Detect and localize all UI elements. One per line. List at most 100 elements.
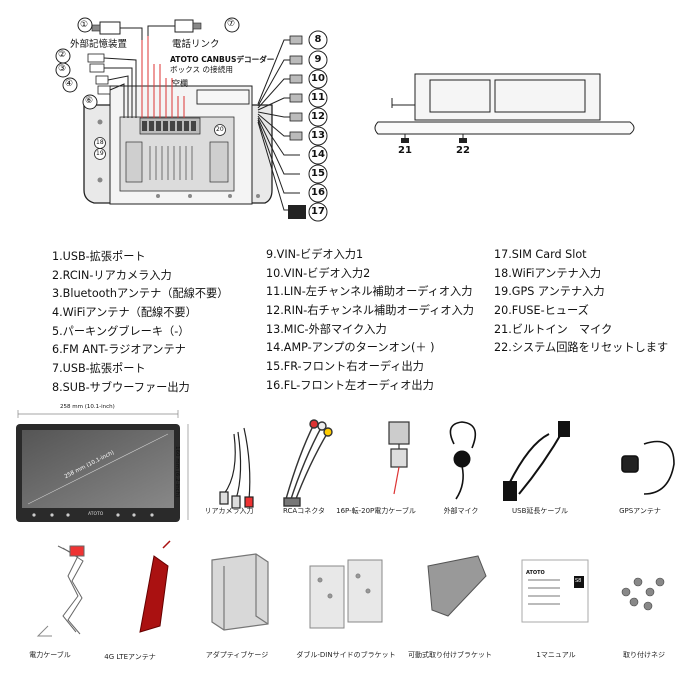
right-number-circles xyxy=(308,30,328,222)
caption-external-mic: 外部マイク xyxy=(443,507,479,515)
accessory-illustrations-2 xyxy=(36,540,665,637)
product-screen-figure xyxy=(16,410,189,522)
usb-extension-cable-icon xyxy=(503,421,570,501)
legend-item: 2.RCIN-リアカメラ入力 xyxy=(52,268,172,282)
legend-item: 15.FR-フロント右オーディ出力 xyxy=(266,360,424,374)
inner-label-18: 18 xyxy=(96,139,104,146)
caption-power-cable: 電力ケーブル xyxy=(29,651,71,659)
caption-rear-camera-input: リアカメラ入力 xyxy=(204,507,254,515)
movable-bracket-icon xyxy=(427,555,487,617)
callout-3-num: ③ xyxy=(58,64,67,74)
legend-item: 3.Bluetoothアンテナ（配線不要） xyxy=(52,287,229,301)
legend-item: 5.パーキングブレーキ（-） xyxy=(52,324,190,338)
num-8: 8 xyxy=(314,34,322,45)
cable-bundle-red xyxy=(141,36,185,118)
external-mic-icon xyxy=(449,421,477,500)
caption-double-din-brackets: ダブル-DINサイドのブラケット xyxy=(296,651,396,659)
accessories-row-1 xyxy=(204,404,692,528)
legend-item: 11.LIN-左チャンネル補助オーディオ入力 xyxy=(266,285,473,299)
callout-6-num: ⑥ xyxy=(85,96,94,106)
callout-1-label: 外部記憶装置 xyxy=(70,39,128,50)
accessory-illustrations-1 xyxy=(219,419,675,509)
left-plugs xyxy=(87,53,111,95)
legend-item: 4.WiFiアンテナ（配線不要） xyxy=(52,306,197,320)
legend-item: 9.VIN-ビデオ入力1 xyxy=(266,248,364,261)
inner-label-19: 19 xyxy=(96,150,104,157)
power-cable-icon xyxy=(36,545,85,637)
callout-7-label: 電話リンク xyxy=(172,39,220,50)
callout-4-num: ④ xyxy=(65,79,74,89)
legend-item: 18.WiFiアンテナ入力 xyxy=(494,266,602,280)
caption-movable-bracket: 可動式取り付けブラケット xyxy=(408,651,492,659)
legend-item: 21.ビルトイン マイク xyxy=(494,322,613,336)
legend-item: 13.MIC-外部マイク入力 xyxy=(266,322,387,336)
power-adapter-cable-icon xyxy=(388,421,410,495)
screen-buttons xyxy=(32,513,154,517)
legend-item: 16.FL-フロント左オーディオ出力 xyxy=(266,378,434,392)
usb-connector-1 xyxy=(99,21,121,35)
mount-screws xyxy=(97,119,260,198)
gps-antenna-icon xyxy=(621,440,675,495)
callout-1-num: ① xyxy=(80,20,89,30)
caption-lte-antenna: 4G LTEアンテナ xyxy=(104,653,156,661)
wiring-diagram xyxy=(55,17,635,222)
left-cables xyxy=(103,57,137,118)
connector-pins xyxy=(142,121,196,131)
sim-card-slot-block xyxy=(288,205,306,219)
width-dimension-label: 258 mm (10.1-inch) xyxy=(60,404,115,410)
callout-7-num: ⑦ xyxy=(227,19,236,29)
side-view xyxy=(374,73,635,142)
legend-item: 8.SUB-サブウーファー出力 xyxy=(52,380,190,394)
caption-rca-connector: RCAコネクタ xyxy=(283,507,325,515)
num-10: 10 xyxy=(311,73,325,84)
height-dimension-label: 160 mm (6.2-inch) xyxy=(174,446,180,498)
num-11: 11 xyxy=(311,92,325,103)
num-21: 21 xyxy=(398,145,412,156)
usb-connector-7 xyxy=(174,19,194,33)
double-din-brackets-icon xyxy=(309,559,383,629)
num-14: 14 xyxy=(311,149,325,160)
legend-item: 20.FUSE-ヒューズ xyxy=(494,304,589,318)
spare-label: 空欄 xyxy=(172,79,188,88)
legend-item: 12.RIN-右チャンネル補助オーディオ入力 xyxy=(266,304,474,318)
num-17: 17 xyxy=(311,206,325,217)
canbus-label-1: ATOTO CANBUSデコーダー xyxy=(170,55,275,64)
legend-item: 14.AMP-アンプのターンオン(＋ ) xyxy=(266,341,435,355)
lte-antenna-icon xyxy=(139,540,171,633)
legend-item: 10.VIN-ビデオ入力2 xyxy=(266,266,371,280)
inner-label-20: 20 xyxy=(216,126,224,133)
right-port-block xyxy=(209,141,229,183)
mounting-screws-icon xyxy=(621,577,665,611)
num-13: 13 xyxy=(311,130,325,141)
legend-item: 17.SIM Card Slot xyxy=(494,248,587,261)
legend-col-2: 9.VIN-ビデオ入力1 10.VIN-ビデオ入力2 11.LIN-左チャンネル… xyxy=(266,246,474,396)
legend-item: 7.USB-拡張ポート xyxy=(52,362,146,376)
manual-model: S8 xyxy=(575,578,582,584)
heat-sink xyxy=(149,146,193,180)
num-15: 15 xyxy=(311,168,325,179)
caption-usb-extension-cable: USB延長ケーブル xyxy=(512,507,568,515)
spare-slot-box xyxy=(196,89,250,105)
legend-item: 1.USB-拡張ポート xyxy=(52,250,146,263)
rear-camera-cable-icon xyxy=(219,427,254,509)
legend-item: 6.FM ANT-ラジオアンテナ xyxy=(52,343,186,357)
caption-adaptive-cage: アダプティブケージ xyxy=(205,651,269,659)
legend-item: 22.システム回路をリセットします xyxy=(494,341,669,355)
rca-connector-icon xyxy=(283,419,333,507)
left-number-circles xyxy=(55,17,240,110)
legend-col-3: 17.SIM Card Slot 18.WiFiアンテナ入力 19.GPS アン… xyxy=(494,246,668,358)
caption-mounting-screws: 取り付けネジ xyxy=(623,651,665,659)
num-16: 16 xyxy=(311,187,325,198)
caption-manual: 1マニュアル xyxy=(536,651,576,659)
brand-logo: ATOTO xyxy=(88,512,104,517)
manual-icon xyxy=(521,559,589,623)
legend-col-1: 1.USB-拡張ポート 2.RCIN-リアカメラ入力 3.Bluetoothアン… xyxy=(52,248,228,398)
callout-2-num: ② xyxy=(58,50,67,60)
caption-power-adapter-cable: 16P-転-20P電力ケーブル xyxy=(336,507,416,515)
num-9: 9 xyxy=(314,54,322,65)
manual-brand: ATOTO xyxy=(526,570,545,576)
num-12: 12 xyxy=(311,111,325,122)
side-port-block xyxy=(125,141,143,183)
caption-gps-antenna: GPSアンテナ xyxy=(619,507,661,515)
canbus-label-2: ボックス の接続用 xyxy=(170,65,233,74)
